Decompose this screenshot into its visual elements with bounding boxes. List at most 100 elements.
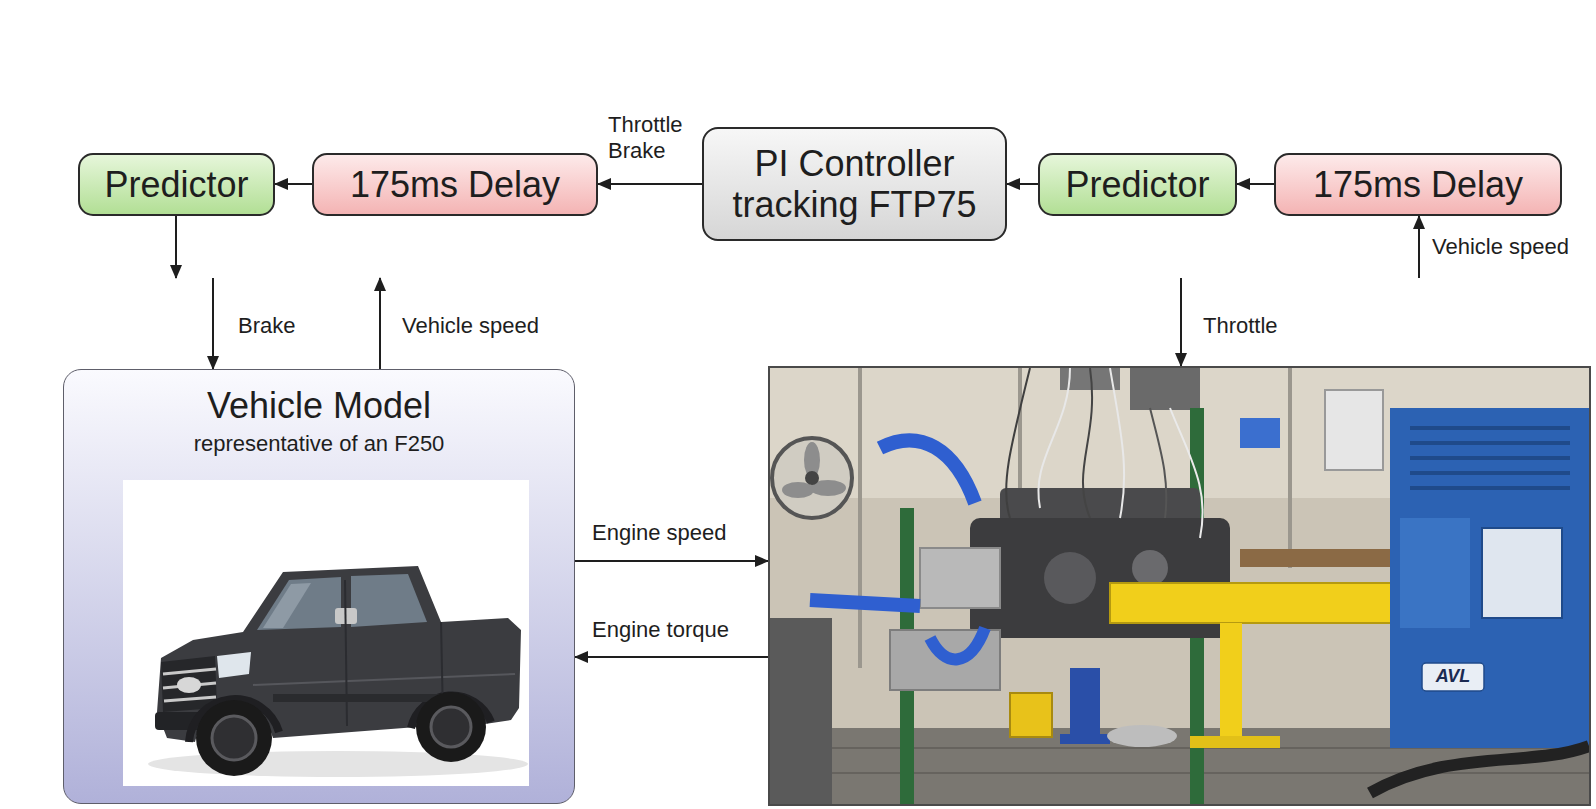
engine-test-cell-illustration-part <box>920 548 1000 608</box>
engine-test-cell-illustration-part <box>1150 408 1166 518</box>
engine-test-cell-illustration-part <box>1006 368 1030 518</box>
engine-test-cell-illustration-part <box>880 440 975 503</box>
engine-test-cell-illustration-part <box>1410 471 1570 475</box>
signal-arrow <box>1418 216 1420 278</box>
engine-test-cell-illustration-part <box>1070 668 1100 738</box>
predictor-box: Predictor <box>78 153 275 216</box>
engine-test-cell-illustration-part <box>770 772 1589 774</box>
engine-test-cell-illustration-part <box>1132 550 1168 586</box>
engine-test-cell-illustration-part <box>1190 736 1280 748</box>
signal-label: Throttle Brake <box>608 112 700 165</box>
engine-test-cell-illustration <box>770 368 1589 804</box>
truck-illustration-part <box>196 700 272 776</box>
signal-arrow <box>175 216 177 278</box>
text-holder: AVL <box>1422 663 1484 691</box>
truck-illustration-part <box>416 692 486 762</box>
engine-test-cell-illustration-part <box>1390 408 1589 748</box>
text-holder: Predictor <box>80 155 273 214</box>
text-holder: 175ms Delay <box>1276 155 1560 214</box>
engine-test-cell-illustration-part <box>770 618 832 804</box>
signal-label: Brake <box>238 313 295 339</box>
engine-test-cell-illustration-part <box>1110 583 1410 623</box>
truck-illustration <box>123 480 529 786</box>
truck-illustration-part <box>351 574 427 627</box>
signal-arrow <box>379 278 381 369</box>
engine-test-cell-illustration-part <box>1410 441 1570 445</box>
signal-label: Vehicle speed <box>402 313 539 339</box>
signal-arrow <box>575 656 768 658</box>
engine-test-cell-illustration-part <box>770 368 1589 804</box>
signal-arrow <box>275 183 312 185</box>
engine-test-cell-illustration-part <box>1038 368 1070 508</box>
engine-test-cell-illustration-part <box>772 438 852 518</box>
engine-test-cell-illustration-part <box>1170 408 1203 538</box>
truck-illustration-part <box>263 583 311 628</box>
signal-arrow <box>575 560 768 562</box>
engine-test-cell-illustration-part <box>810 600 920 606</box>
engine-test-cell-illustration-part <box>1130 368 1200 410</box>
box-label: Predictor <box>1065 163 1209 206</box>
delay-box: 175ms Delay <box>1274 153 1562 216</box>
box-label: PI Controller tracking FTP75 <box>716 143 993 226</box>
engine-test-cell-illustration-part <box>1107 725 1177 747</box>
engine-test-cell-illustration-part <box>1370 746 1589 793</box>
truck-illustration-part <box>345 580 347 726</box>
plant-panel: Vehicle Model representative of an F250 A… <box>25 278 1596 809</box>
engine-test-cell-illustration-part <box>1083 368 1092 518</box>
signal-label: Vehicle speed <box>1432 234 1569 260</box>
box-label: 175ms Delay <box>350 163 560 206</box>
vehicle-model-box: Vehicle Model representative of an F250 <box>63 369 575 804</box>
truck-illustration-part <box>253 674 515 685</box>
engine-test-cell-illustration-part <box>1010 693 1052 737</box>
engine-test-cell-illustration-part <box>1240 418 1280 448</box>
text-holder: PI Controller tracking FTP75 <box>704 129 1005 239</box>
truck-illustration-part <box>431 707 471 747</box>
signal-label: Throttle <box>1203 313 1278 339</box>
engine-test-cell-illustration-part <box>1422 663 1484 691</box>
engine-test-cell-illustration-part <box>1060 734 1110 744</box>
box-label: Predictor <box>104 163 248 206</box>
engine-test-cell-illustration-part <box>1410 456 1570 460</box>
signal-arrow <box>1180 278 1182 366</box>
signal-arrow <box>212 278 214 369</box>
engine-test-cell-illustration-part <box>1220 623 1242 741</box>
truck-illustration-part <box>257 577 341 630</box>
truck-illustration-part <box>217 652 251 678</box>
engine-test-cell-illustration-part <box>1400 518 1470 628</box>
panel-outline <box>26 279 1596 809</box>
truck-illustration-part <box>273 694 443 702</box>
box-subtitle: representative of an F250 <box>194 431 445 457</box>
signal-arrow <box>1007 183 1038 185</box>
engine-test-cell-illustration-part <box>1482 528 1562 618</box>
engine-test-cell-illustration-part <box>858 368 862 668</box>
engine-test-cell-illustration-part <box>1410 486 1570 490</box>
box-label: 175ms Delay <box>1313 163 1523 206</box>
brand-logo: AVL <box>1436 667 1471 687</box>
truck-illustration-part <box>177 677 201 693</box>
text-holder: 175ms Delay <box>314 155 596 214</box>
predictor-box: Predictor <box>1038 153 1237 216</box>
box-title: Vehicle Model <box>207 384 431 427</box>
signal-label: Engine torque <box>592 617 729 643</box>
engine-test-cell-illustration-part <box>1044 552 1096 604</box>
text-holder: Predictor <box>1040 155 1235 214</box>
truck-illustration-part <box>163 669 216 674</box>
text-holder: Vehicle Model representative of an F250 <box>64 384 574 458</box>
engine-test-cell-illustration-part <box>1410 426 1570 430</box>
engine-test-cell-illustration-part <box>1325 390 1383 470</box>
engine-test-cell-illustration-part <box>1240 549 1410 567</box>
truck-illustration-part <box>212 716 256 760</box>
truck-illustration-part <box>164 697 216 701</box>
signal-label: Engine speed <box>592 520 727 546</box>
controller-box: PI Controller tracking FTP75 <box>702 127 1007 241</box>
engine-test-cell-illustration-part <box>805 471 819 485</box>
engine-photo: AVL <box>768 366 1591 806</box>
signal-arrow <box>1237 183 1274 185</box>
signal-arrow <box>598 183 702 185</box>
engine-test-cell-illustration-part <box>1110 368 1124 518</box>
truck-illustration-part <box>123 480 529 786</box>
delay-box: 175ms Delay <box>312 153 598 216</box>
engine-test-cell-illustration-part <box>930 628 985 659</box>
engine-test-cell-illustration-part <box>1288 368 1292 568</box>
